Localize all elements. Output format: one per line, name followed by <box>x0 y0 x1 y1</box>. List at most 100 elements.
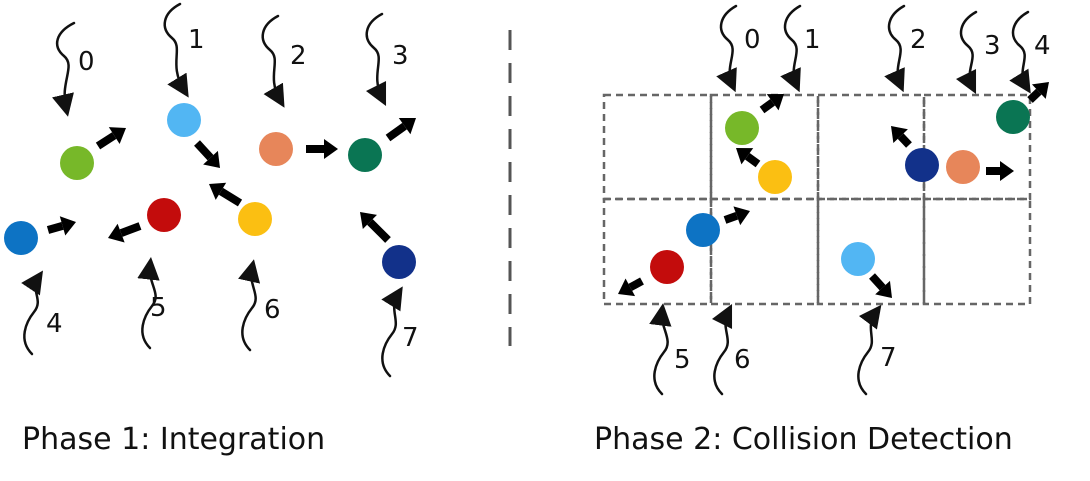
phase2-thread-labels: 0 1 2 3 4 5 6 7 <box>674 25 1051 375</box>
velocity-arrow <box>869 273 892 298</box>
phase1-panel: 0 1 2 3 4 5 6 7 <box>4 2 419 457</box>
velocity-arrow-head <box>398 118 416 135</box>
phase2-particles <box>650 100 1030 284</box>
phase1-thread-2-arrow <box>261 14 285 108</box>
velocity-arrow <box>306 139 338 159</box>
velocity-arrow-head <box>1000 161 1014 181</box>
particle-light-blue <box>841 242 875 276</box>
velocity-arrow-head <box>59 216 76 236</box>
velocity-arrow <box>385 118 416 142</box>
velocity-arrow-shaft <box>897 133 912 148</box>
grid-cell <box>816 93 926 201</box>
phase1-thread-label: 2 <box>290 41 307 71</box>
particle-dark-green <box>996 100 1030 134</box>
grid-cell <box>709 197 820 306</box>
phase1-caption: Phase 1: Integration <box>22 422 325 457</box>
phase1-thread-label: 6 <box>264 295 281 325</box>
velocity-arrow <box>759 94 784 114</box>
particle-yellow <box>758 160 792 194</box>
velocity-arrow-shaft <box>869 273 886 291</box>
velocity-arrow <box>209 182 243 207</box>
particle-orange <box>259 132 293 166</box>
phase2-thread-7-arrow <box>857 304 882 396</box>
velocity-arrow-shaft <box>385 122 407 142</box>
velocity-arrow-shaft <box>46 222 64 234</box>
phase2-caption: Phase 2: Collision Detection <box>594 422 1013 457</box>
phase2-thread-label: 6 <box>734 345 751 375</box>
velocity-arrow-head <box>324 139 338 159</box>
phase2-thread-label: 0 <box>744 25 761 55</box>
velocity-arrow-head <box>891 126 908 144</box>
particle-orange <box>946 150 980 184</box>
phase1-thread-label: 4 <box>46 309 63 339</box>
phase2-thread-label: 5 <box>674 345 691 375</box>
phase2-thread-arrows <box>649 4 1031 396</box>
grid-cell <box>602 93 713 201</box>
velocity-arrow-shaft <box>367 219 391 243</box>
velocity-arrow-head <box>736 148 754 165</box>
phase1-thread-5-arrow <box>137 257 160 350</box>
phase2-thread-5-arrow <box>649 303 672 396</box>
particle-blue <box>4 221 38 255</box>
phase1-thread-6-arrow <box>238 259 261 352</box>
phase2-panel: 0 1 2 3 4 5 6 7 <box>594 4 1051 457</box>
phase1-thread-label: 7 <box>402 323 419 353</box>
velocity-arrow <box>46 216 76 236</box>
velocity-arrow-shaft <box>95 132 117 150</box>
particle-yellow <box>238 202 272 236</box>
velocity-arrow-head <box>209 182 227 200</box>
phase1-thread-7-arrow <box>381 286 403 378</box>
particle-dark-green <box>348 138 382 172</box>
velocity-arrow <box>986 161 1014 181</box>
phase2-velocity-arrows <box>618 82 1049 298</box>
particle-blue <box>686 213 720 247</box>
velocity-arrow-shaft <box>723 211 739 224</box>
particle-green <box>60 146 94 180</box>
velocity-arrow-head <box>618 278 636 297</box>
phase2-thread-label: 2 <box>910 25 927 55</box>
grid-cell <box>602 197 713 306</box>
phase1-thread-3-arrow <box>365 12 387 107</box>
particle-light-blue <box>167 103 201 137</box>
phase1-thread-1-arrow <box>163 2 189 98</box>
phase2-thread-3-arrow <box>955 10 978 95</box>
velocity-arrow <box>891 126 912 148</box>
velocity-arrow-head <box>108 223 125 243</box>
phase1-velocity-arrows <box>46 118 416 243</box>
grid-cell <box>922 197 1032 306</box>
grid-cell <box>922 93 1032 201</box>
velocity-arrow-head <box>1031 82 1049 99</box>
velocity-arrow <box>95 127 126 150</box>
phase2-thread-1-arrow <box>780 4 802 93</box>
phase1-thread-label: 1 <box>188 25 205 55</box>
phase1-thread-label: 3 <box>392 41 409 71</box>
phase1-thread-0-arrow <box>52 21 76 117</box>
velocity-arrow-head <box>203 150 220 168</box>
velocity-arrow-shaft <box>744 152 761 168</box>
velocity-arrow-shaft <box>218 187 243 207</box>
particle-green <box>725 111 759 145</box>
velocity-arrow-head <box>766 94 784 111</box>
velocity-arrow-shaft <box>119 222 142 237</box>
velocity-arrow-head <box>108 127 126 144</box>
velocity-arrow <box>194 140 220 168</box>
particle-red <box>650 250 684 284</box>
phase1-particles <box>4 103 416 279</box>
velocity-arrow-head <box>733 206 750 226</box>
phase2-thread-label: 1 <box>804 25 821 55</box>
velocity-arrow <box>736 148 761 168</box>
phase2-thread-label: 4 <box>1034 31 1051 61</box>
velocity-arrow-head <box>360 212 377 229</box>
phase1-thread-labels: 0 1 2 3 4 5 6 7 <box>46 25 419 353</box>
velocity-arrow <box>618 277 644 297</box>
phase1-thread-label: 0 <box>78 47 95 77</box>
particle-navy <box>905 148 939 182</box>
velocity-arrow <box>108 222 142 243</box>
phase2-thread-0-arrow <box>716 4 738 93</box>
velocity-arrow <box>360 212 391 243</box>
particle-red <box>147 198 181 232</box>
phase2-thread-label: 7 <box>880 343 897 373</box>
velocity-arrow-shaft <box>1027 88 1042 103</box>
phase2-thread-label: 3 <box>984 31 1001 61</box>
